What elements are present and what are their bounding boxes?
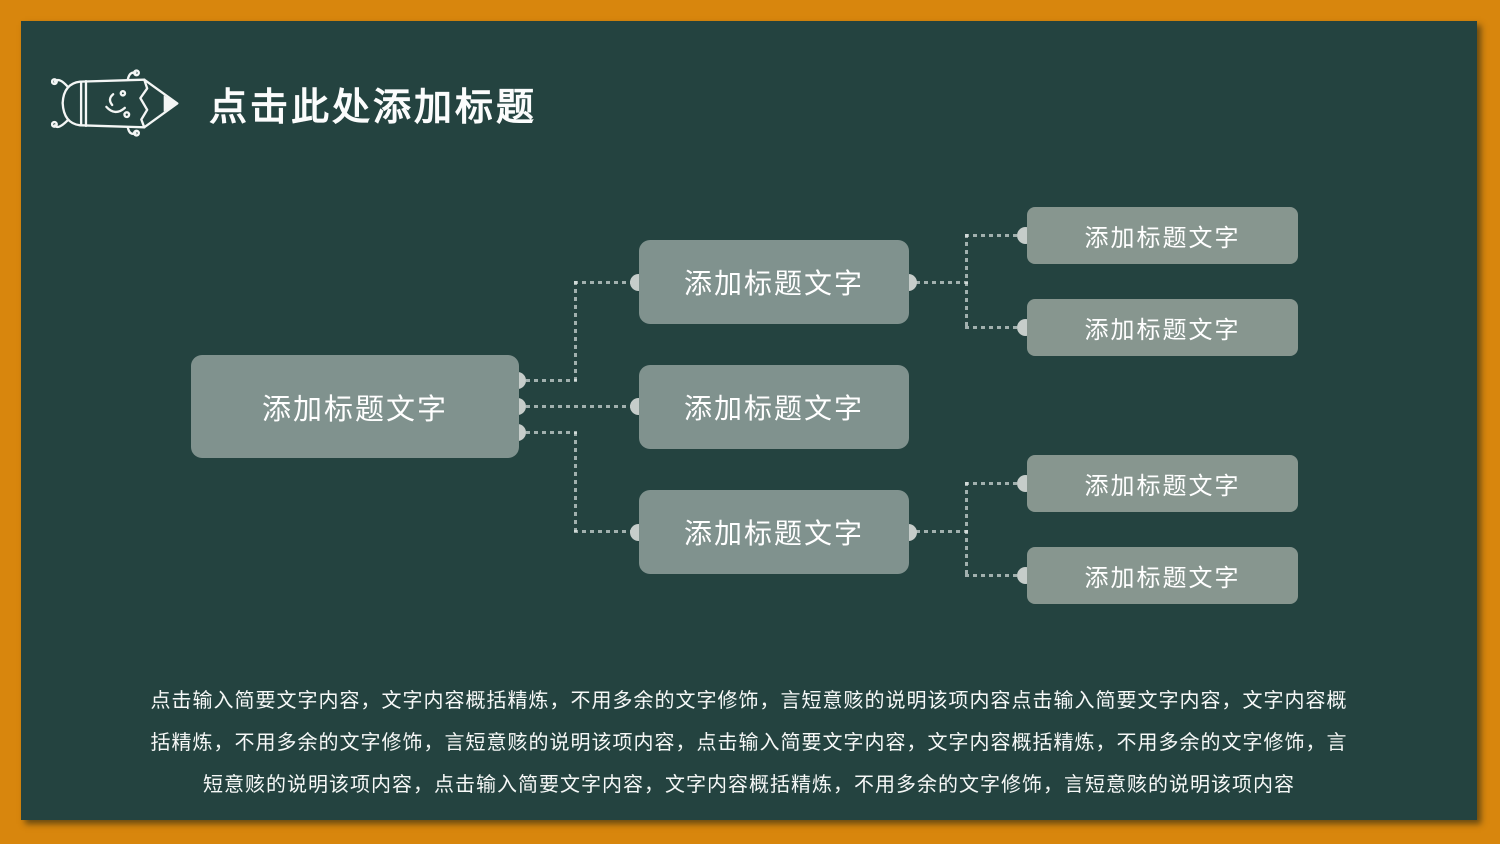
diagram-node-mid-3[interactable]: 添加标题文字 <box>639 490 909 574</box>
connector-line <box>574 281 639 284</box>
body-text-line: 括精炼，不用多余的文字修饰，言短意赅的说明该项内容，点击输入简要文字内容，文字内… <box>150 730 1348 754</box>
slide-title[interactable]: 点击此处添加标题 <box>209 84 538 129</box>
connector-line <box>965 234 1027 237</box>
connector-line <box>574 530 639 533</box>
diagram-node-leaf-3[interactable]: 添加标题文字 <box>1027 455 1298 512</box>
pencil-doodle-icon <box>51 69 179 137</box>
connector-line <box>965 326 1027 329</box>
diagram-node-leaf-1[interactable]: 添加标题文字 <box>1027 207 1298 264</box>
diagram-node-leaf-2[interactable]: 添加标题文字 <box>1027 299 1298 356</box>
diagram-node-root[interactable]: 添加标题文字 <box>191 355 519 458</box>
connector-line <box>965 482 968 577</box>
connector-line <box>574 281 577 381</box>
diagram-node-mid-2[interactable]: 添加标题文字 <box>639 365 909 449</box>
connector-line <box>908 530 968 533</box>
diagram-node-mid-1[interactable]: 添加标题文字 <box>639 240 909 324</box>
connector-line <box>965 234 968 329</box>
slide-header: 点击此处添加标题 <box>51 67 537 139</box>
connector-line <box>518 431 577 434</box>
body-text-line: 短意赅的说明该项内容，点击输入简要文字内容，文字内容概括精炼，不用多余的文字修饰… <box>203 772 1295 796</box>
diagram-node-leaf-4[interactable]: 添加标题文字 <box>1027 547 1298 604</box>
connector-line <box>965 574 1027 577</box>
connector-line <box>908 281 968 284</box>
chalkboard-panel: 点击此处添加标题 <box>21 21 1477 820</box>
body-text-placeholder[interactable]: 点击输入简要文字内容，文字内容概括精炼，不用多余的文字修饰，言短意赅的说明该项内… <box>21 679 1477 805</box>
connector-line <box>574 432 577 532</box>
body-text-line: 点击输入简要文字内容，文字内容概括精炼，不用多余的文字修饰，言短意赅的说明该项内… <box>150 688 1348 712</box>
connector-line <box>965 482 1027 485</box>
connector-line <box>518 379 577 382</box>
connector-line <box>518 405 639 408</box>
